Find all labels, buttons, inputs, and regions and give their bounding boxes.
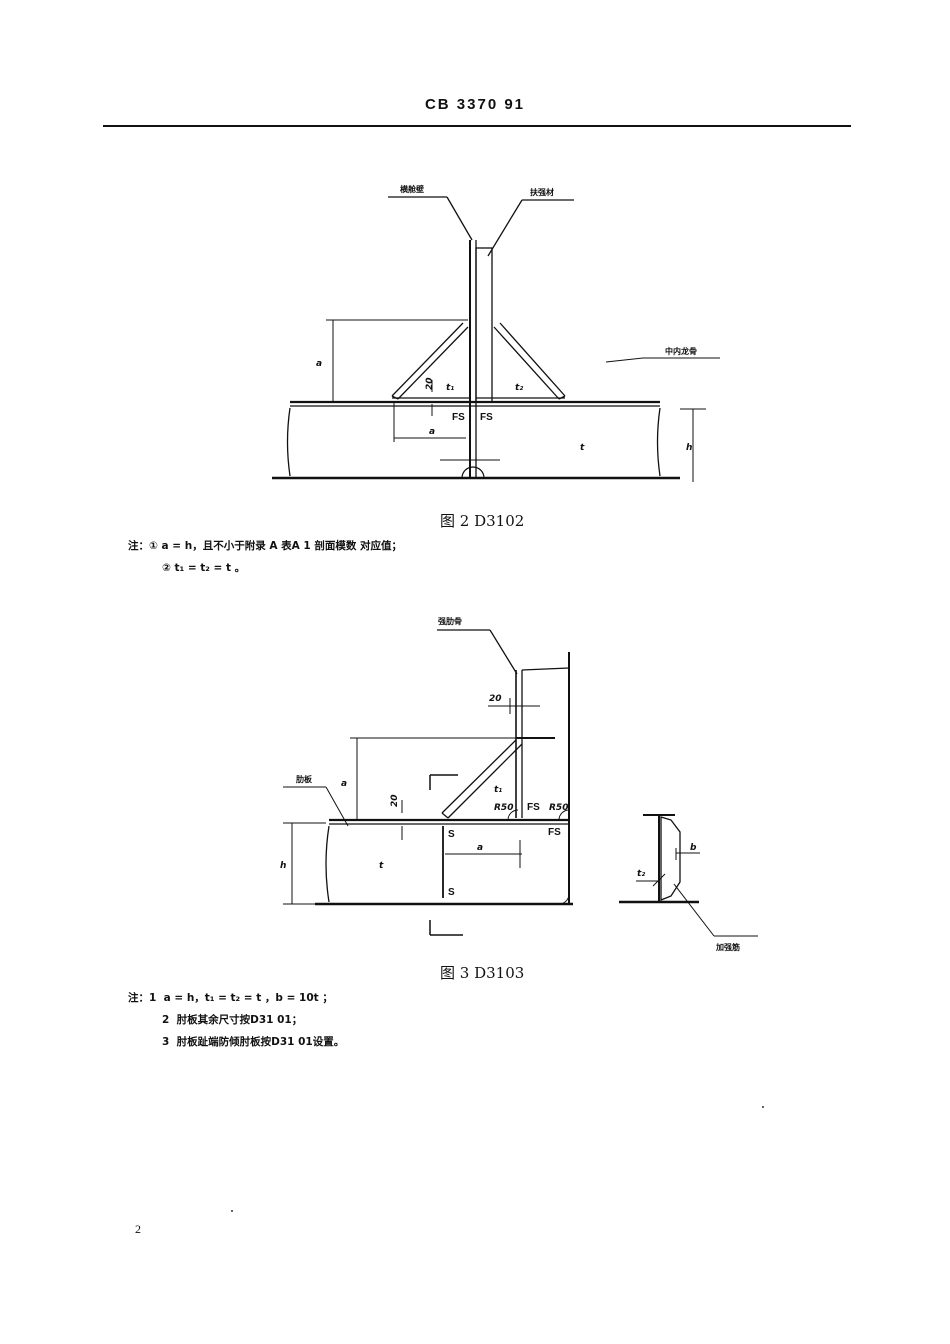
notes-prefix: 注：	[128, 540, 149, 552]
dim-b: b	[690, 843, 697, 853]
dim-a-horizontal: a	[477, 843, 483, 853]
note-number: 3	[162, 1036, 170, 1048]
header-rule	[103, 125, 851, 127]
label-s-bottom: S	[448, 887, 455, 898]
figure-2-drawing: 横舱壁 扶强材 中内龙骨 a a 20 t₁ t₂ FS FS t h	[272, 184, 720, 482]
dim-a-vertical: a	[341, 779, 347, 789]
dim-a-horizontal: a	[429, 427, 435, 437]
label-s-top: S	[448, 829, 455, 840]
note-item: ② t₁ = t₂ = t 。	[162, 562, 246, 574]
note-item: a = h，t₁ = t₂ = t ，b = 10t ；	[163, 992, 333, 1004]
speck-1	[762, 1106, 764, 1108]
note-number: 1	[149, 992, 157, 1004]
note-item: ① a = h，且不小于附录 A 表A 1 剖面模数 对应值；	[149, 540, 403, 552]
dim-h: h	[686, 443, 692, 453]
note-item: 肘板趾端防倾肘板按D31 01设置。	[176, 1036, 345, 1048]
label-strong-rib: 强肋骨	[438, 616, 462, 626]
label-fs-right: FS	[548, 827, 561, 838]
label-fs-left: FS	[452, 412, 465, 423]
label-center-keelson: 中内龙骨	[665, 346, 697, 356]
page-header: CB 3370 91	[424, 96, 526, 113]
label-stiffener: 扶强材	[530, 187, 554, 197]
dim-20-top: 20	[489, 694, 502, 704]
figure-3-caption: 图 3 D3103	[440, 964, 525, 982]
label-stiffening-bar: 加强筋	[715, 942, 740, 952]
figure-3-drawing: 强肋骨 肋板 加强筋 20 20 a a t₁ R50 FS R50 FS S …	[280, 616, 758, 952]
speck-2	[231, 1210, 233, 1212]
note-number: 2	[162, 1014, 170, 1026]
dim-a-vertical: a	[316, 359, 322, 369]
dim-20: 20	[425, 377, 435, 390]
label-t1: t₁	[494, 785, 502, 795]
label-r50-left: R50	[494, 803, 513, 813]
dim-20-left: 20	[390, 794, 400, 807]
label-t1: t₁	[446, 383, 454, 393]
figure-2-notes: 注：① a = h，且不小于附录 A 表A 1 剖面模数 对应值； ② t₁ =…	[128, 535, 402, 579]
label-bracket: 肋板	[296, 774, 313, 784]
label-t2: t₂	[637, 869, 645, 879]
note-item: 肘板其余尺寸按D31 01；	[176, 1014, 303, 1026]
label-t2: t₂	[515, 383, 523, 393]
label-transverse-bulkhead: 横舱壁	[400, 184, 424, 194]
label-fs-mid: FS	[527, 802, 540, 813]
figure-2-caption: 图 2 D3102	[440, 512, 525, 530]
label-t: t	[580, 443, 585, 453]
notes-prefix: 注：	[128, 992, 149, 1004]
dim-h: h	[280, 861, 286, 871]
label-fs-right: FS	[480, 412, 493, 423]
figure-3-notes: 注：1 a = h，t₁ = t₂ = t ，b = 10t ； 2 肘板其余尺…	[128, 987, 344, 1053]
page-number: 2	[135, 1222, 141, 1236]
label-r50-right: R50	[549, 803, 568, 813]
label-t: t	[379, 861, 384, 871]
